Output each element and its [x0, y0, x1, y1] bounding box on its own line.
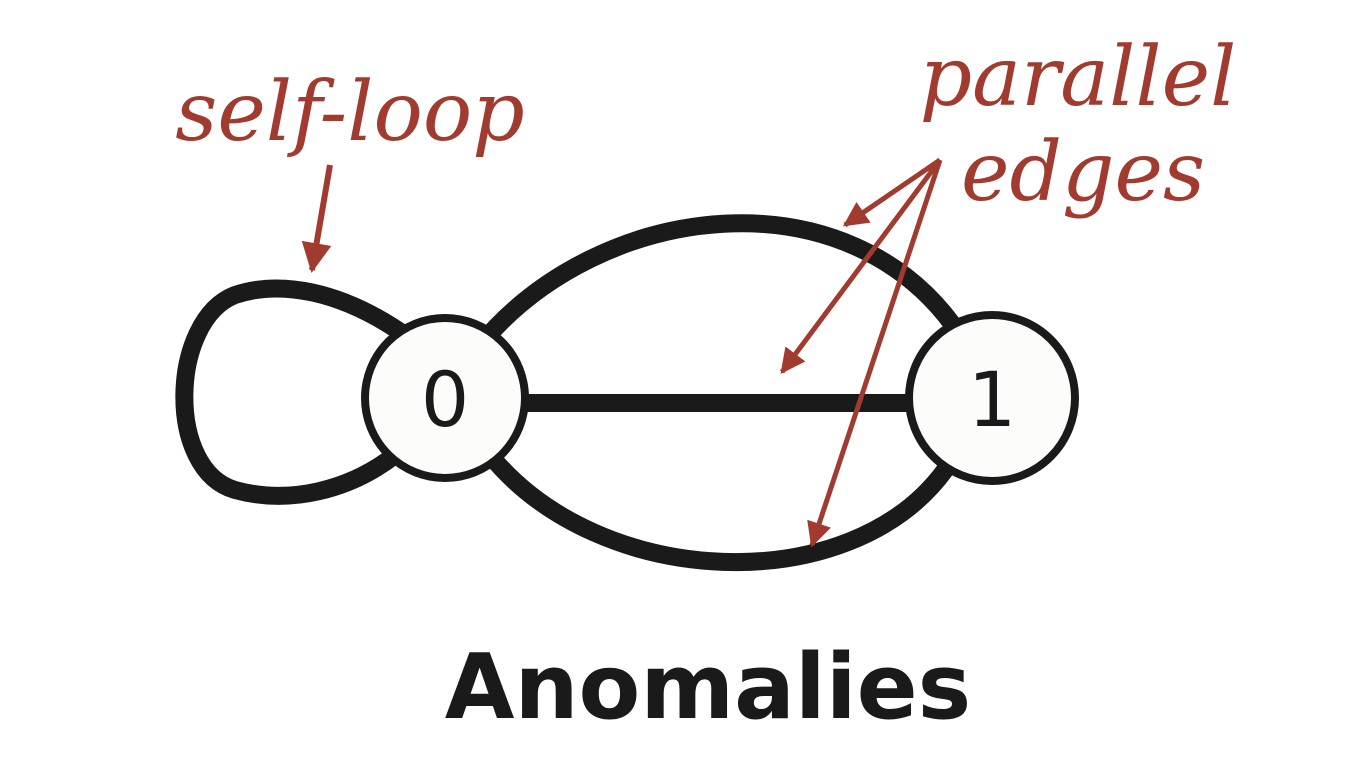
lower-parallel-edge: [481, 446, 954, 572]
node-0-circle: [361, 314, 529, 482]
parallel-annotation-line1: parallel: [920, 30, 1237, 125]
node-1: 1: [905, 311, 1079, 485]
upper-parallel-edge: [471, 214, 969, 354]
node-0: 0: [361, 314, 529, 482]
parallel-arrow-upper: [842, 157, 942, 228]
node-0-label: 0: [421, 355, 469, 444]
node-1-circle: [905, 311, 1079, 485]
parallel-arrow-middle: [779, 158, 943, 375]
self-loop-arrow: [301, 164, 333, 273]
parallel-arrow-lower: [807, 159, 943, 548]
node-1-label: 1: [968, 355, 1016, 444]
diagram-caption: Anomalies: [445, 635, 971, 740]
parallel-annotation-line2: edges: [961, 125, 1205, 220]
self-loop-annotation: self-loop: [175, 65, 524, 160]
parallel-edges-arrows: [779, 157, 943, 548]
self-loop-edge: [175, 279, 414, 505]
